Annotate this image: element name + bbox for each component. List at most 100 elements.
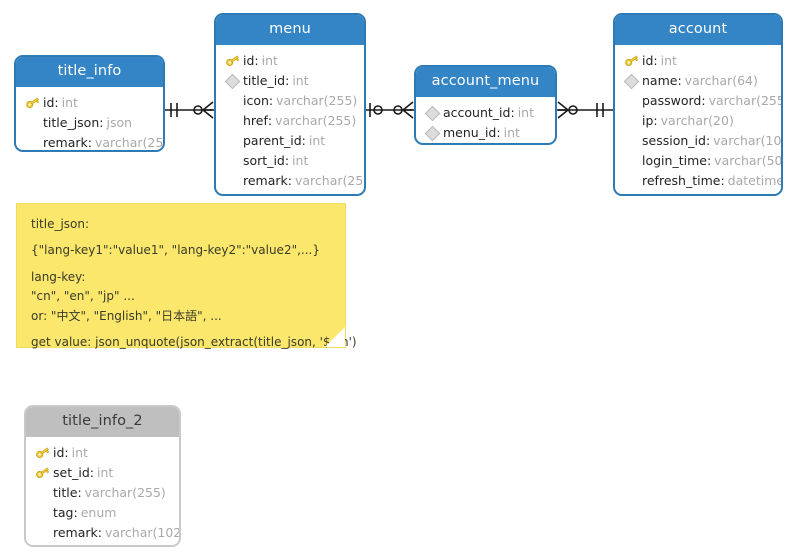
field-type: varchar(64)	[684, 72, 758, 88]
key-icon-svg	[226, 55, 240, 67]
field-type: int	[261, 52, 278, 68]
field-colon: :	[99, 114, 104, 130]
field-row[interactable]: title:varchar(255)	[34, 482, 171, 502]
field-colon: :	[64, 444, 69, 460]
field-row[interactable]: id:int	[24, 92, 155, 112]
field-row[interactable]: id:int	[224, 50, 356, 70]
entity-title-account_menu: account_menu	[416, 67, 555, 98]
field-type: int	[96, 464, 114, 480]
field-colon: :	[705, 132, 711, 148]
field-type: varchar(1024)	[105, 524, 181, 540]
field-marker-none	[24, 114, 41, 130]
field-colon: :	[89, 464, 94, 480]
field-row[interactable]: set_id:int	[34, 462, 171, 482]
key-icon-svg	[625, 55, 639, 67]
field-marker-none	[623, 132, 640, 148]
field-name: parent_id	[243, 132, 302, 148]
field-name: href	[243, 112, 268, 128]
field-row[interactable]: sort_id:int	[224, 150, 356, 170]
field-row[interactable]: id:int	[623, 50, 773, 70]
field-row[interactable]: ip:varchar(20)	[623, 110, 773, 130]
field-name: tag	[53, 504, 74, 520]
field-name: id	[243, 52, 255, 68]
cardinality-marker-right	[192, 100, 214, 124]
field-row[interactable]: href:varchar(255)	[224, 110, 356, 130]
primary-key-icon	[224, 52, 241, 68]
note-line: "cn", "en", "jp" ...	[31, 289, 135, 304]
field-name: menu_id	[443, 124, 497, 140]
field-row[interactable]: menu_id:int	[424, 122, 547, 142]
field-marker-none	[24, 134, 41, 150]
field-marker-none	[224, 152, 241, 168]
field-name: title_json	[43, 114, 100, 130]
field-colon: :	[285, 72, 290, 88]
field-type: int	[503, 124, 520, 140]
field-row[interactable]: refresh_time:datetime	[623, 170, 781, 190]
field-type: json	[106, 114, 133, 130]
relationship-connector-menu-account_menu[interactable]	[366, 100, 414, 120]
field-type: varchar(255)	[295, 172, 364, 188]
field-row[interactable]: id:int	[34, 442, 171, 462]
field-colon: :	[653, 52, 658, 68]
field-colon: :	[254, 52, 259, 68]
field-type: int	[517, 104, 534, 120]
cardinality-marker-left	[165, 100, 187, 124]
field-type: varchar(20)	[660, 112, 734, 128]
field-row[interactable]: password:varchar(255)	[623, 90, 781, 110]
field-name: icon	[243, 92, 269, 108]
field-colon: :	[701, 92, 706, 108]
sticky-note-title_json_note[interactable]: title_json:{"lang-key1":"value1", "lang-…	[16, 203, 357, 349]
field-marker-none	[224, 172, 241, 188]
relationship-connector-account_menu-account[interactable]	[557, 100, 613, 120]
field-type: int	[308, 132, 326, 148]
field-row[interactable]: title_json:json	[24, 112, 155, 132]
note-fold-corner-icon	[325, 327, 345, 347]
field-row[interactable]: name:varchar(64)	[623, 70, 773, 90]
field-row[interactable]: account_id:int	[424, 102, 547, 122]
field-row[interactable]: login_time:varchar(50)	[623, 150, 781, 170]
field-row[interactable]: title_id:int	[224, 70, 356, 90]
field-row[interactable]: parent_id:int	[224, 130, 356, 150]
field-row[interactable]: remark:varchar(255)	[24, 132, 163, 150]
field-colon: :	[54, 94, 59, 110]
field-name: password	[642, 92, 702, 108]
foreign-key-diamond-icon	[424, 104, 441, 122]
key-icon-svg	[36, 447, 50, 459]
field-type: varchar(100)	[713, 132, 782, 148]
field-row[interactable]: remark:varchar(255)	[224, 170, 364, 190]
field-colon: :	[284, 152, 290, 168]
field-row[interactable]: tag:enum	[34, 502, 171, 522]
field-marker-none	[623, 92, 640, 108]
field-row[interactable]: session_id:varchar(100)	[623, 130, 781, 150]
entity-title-menu: menu	[216, 15, 364, 46]
field-type: varchar(255)	[708, 92, 783, 108]
entity-title-title_info: title_info	[16, 57, 163, 88]
field-type: int	[292, 72, 309, 88]
field-marker-none	[623, 112, 640, 128]
foreign-key-diamond-icon	[224, 72, 241, 90]
field-name: id	[43, 94, 55, 110]
field-name: sort_id	[243, 152, 285, 168]
relationship-connector-title_info-menu[interactable]	[165, 100, 214, 120]
field-type: varchar(50)	[714, 152, 783, 168]
note-line: lang-key:	[31, 269, 86, 284]
field-row[interactable]: remark:varchar(1024)	[34, 522, 179, 542]
cardinality-marker-right	[392, 100, 414, 124]
primary-key-icon	[623, 52, 640, 68]
field-name: login_time	[642, 152, 707, 168]
field-type: varchar(255)	[84, 484, 166, 500]
field-marker-none	[34, 524, 51, 540]
field-type: int	[71, 444, 88, 460]
field-row[interactable]: icon:varchar(255)	[224, 90, 357, 110]
key-icon-svg	[36, 467, 50, 479]
field-marker-none	[224, 112, 241, 128]
